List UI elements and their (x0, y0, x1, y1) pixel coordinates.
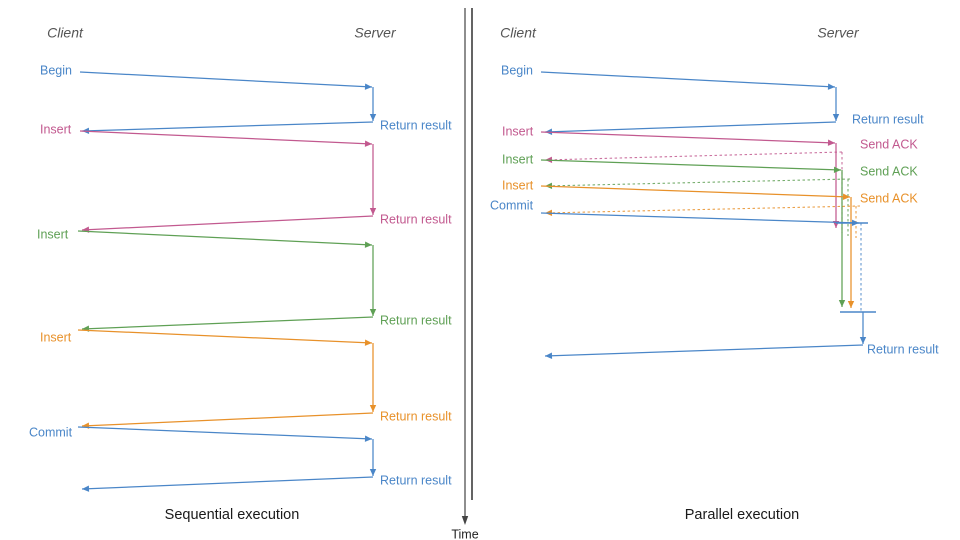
time-axis: Time (451, 8, 479, 540)
message-line-commit-return (81, 476, 374, 490)
message-line-commit-request (540, 212, 860, 224)
message-line-commit-request (77, 426, 373, 440)
arrowhead-commit-request (851, 219, 859, 226)
arrowhead-commit-request (364, 435, 372, 442)
message-label-insert3-request: Insert (502, 178, 534, 192)
arrowhead-insert3-processing (369, 405, 377, 412)
message-label-insert3-ack: Send ACK (860, 191, 918, 205)
arrowhead-insert3-request (842, 193, 850, 200)
message-label-insert1-return: Return result (380, 212, 452, 226)
message-line-insert2-return (81, 316, 374, 330)
actor-label-client: Client (47, 25, 84, 41)
message-label-insert1-request: Insert (40, 122, 72, 136)
arrowhead-begin-request (364, 83, 372, 90)
arrowhead-insert2-processing (838, 300, 846, 307)
arrowhead-insert2-request (364, 241, 372, 248)
message-label-insert2-return: Return result (380, 313, 452, 327)
arrowhead-insert1-processing (369, 208, 377, 215)
arrowhead-commit-processing (859, 337, 867, 344)
arrowhead-insert1-request (364, 140, 372, 147)
arrowhead-insert2-request (833, 166, 841, 173)
message-line-commit-return (544, 344, 864, 357)
message-label-insert1-request: Insert (502, 124, 534, 138)
panel-caption-parallel: Parallel execution (685, 507, 799, 523)
panel-caption-sequential: Sequential execution (165, 507, 300, 523)
message-label-commit-request: Commit (29, 425, 73, 439)
message-line-insert2-request (77, 230, 373, 246)
actor-label-server: Server (817, 25, 860, 41)
message-label-insert3-request: Insert (40, 330, 72, 344)
message-line-begin-request (79, 71, 373, 88)
message-line-insert1-ack (544, 151, 843, 161)
arrowhead-begin-request (827, 83, 835, 90)
message-label-begin-request: Begin (501, 63, 533, 77)
actor-label-server: Server (354, 25, 397, 41)
message-line-insert1-return (81, 215, 374, 231)
message-label-insert1-ack: Send ACK (860, 137, 918, 151)
message-line-begin-request (540, 71, 836, 88)
message-line-insert3-return (81, 412, 374, 427)
message-label-commit-return: Return result (867, 342, 939, 356)
message-line-insert2-request (540, 159, 842, 171)
arrowhead-insert3-request (364, 339, 372, 346)
arrowhead-begin-processing (369, 114, 377, 121)
arrowhead-commit-return (545, 352, 553, 359)
message-line-insert1-request (79, 130, 373, 145)
message-label-commit-request: Commit (490, 198, 534, 212)
message-line-insert3-request (77, 329, 373, 344)
message-line-begin-return (544, 121, 837, 133)
arrowhead-insert2-processing (369, 309, 377, 316)
message-line-insert1-request (540, 131, 836, 144)
message-label-commit-return: Return result (380, 473, 452, 487)
message-label-insert2-request: Insert (502, 152, 534, 166)
message-label-insert3-return: Return result (380, 409, 452, 423)
arrowhead-insert1-request (827, 139, 835, 146)
message-line-begin-return (81, 121, 374, 132)
message-label-begin-return: Return result (852, 112, 924, 126)
arrowhead-insert3-processing (847, 301, 855, 308)
message-label-insert2-ack: Send ACK (860, 164, 918, 178)
arrowhead-commit-return (82, 485, 90, 492)
message-line-insert2-ack (544, 178, 851, 187)
message-label-begin-request: Begin (40, 63, 72, 77)
message-line-insert3-ack (544, 205, 861, 214)
message-line-insert3-request (540, 185, 851, 198)
arrowhead-begin-processing (832, 114, 840, 121)
arrowhead-commit-processing (369, 469, 377, 476)
time-axis-label: Time (451, 527, 478, 540)
time-axis-arrowhead (461, 516, 469, 525)
message-label-begin-return: Return result (380, 118, 452, 132)
message-label-insert2-request: Insert (37, 227, 69, 241)
actor-label-client: Client (500, 25, 537, 41)
